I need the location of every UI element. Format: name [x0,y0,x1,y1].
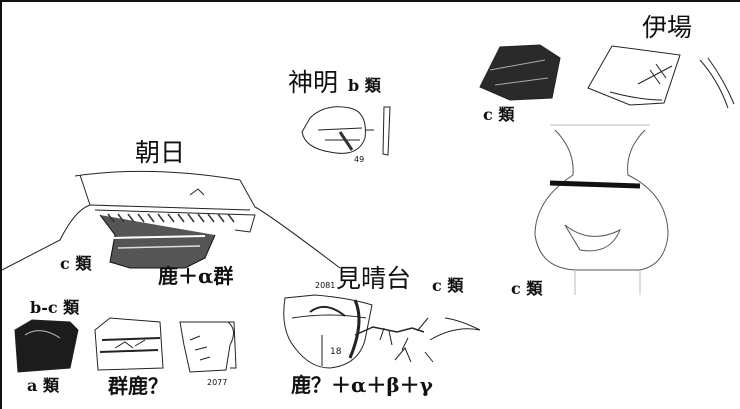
asahi-jar-drawing [1,170,341,271]
site-label-asahi: 朝日 [135,138,186,167]
formula-asahi: 鹿＋α群 [158,264,234,288]
iba-painted-sherd-drawing [587,45,735,109]
class-label-a: a 類 [27,376,59,395]
iba-dark-sherd-drawing [479,44,561,101]
number-2081: 2081 [315,281,336,290]
iba-vase-drawing [534,124,669,295]
site-label-iba: 伊場 [642,13,693,42]
shinmei-sherd-drawing [301,106,391,156]
formula-mihari: 鹿？＋α＋β＋γ [291,373,433,397]
formula-gunroku: 群鹿？ [108,374,168,398]
class-label-asahi-c: c 類 [60,254,92,273]
bc-dark-sherd-drawing [14,319,79,373]
class-label-iba-c-lower: c 類 [511,279,543,298]
sherd-2077-drawing [179,321,237,373]
number-18: 18 [330,347,342,357]
site-label-shinmei: 神明 [288,68,339,97]
class-label-shinmei-b: b 類 [348,76,381,95]
mihari-pot-drawing [283,294,481,369]
number-49: 49 [354,155,365,164]
class-label-mihari-c: c 類 [432,276,464,295]
class-label-iba-c-upper: c 類 [483,105,515,124]
site-label-mihari: 見晴台 [336,264,412,293]
class-label-bc: b-c 類 [30,298,80,317]
gunroku-sherd-drawing [94,317,164,371]
number-2077: 2077 [207,378,228,387]
